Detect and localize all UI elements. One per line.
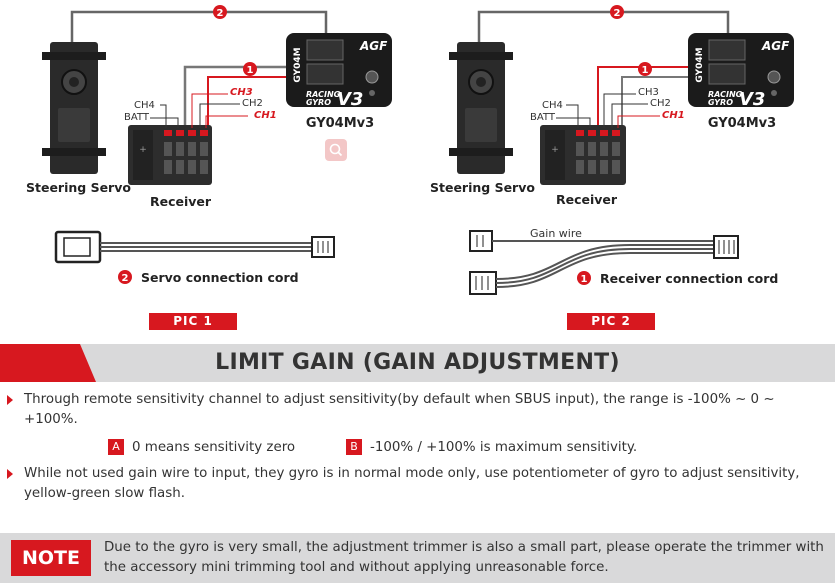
item-a: A 0 means sensitivity zero — [108, 439, 295, 457]
svg-text:GYRO: GYRO — [306, 98, 331, 107]
item-b: B -100% / +100% is maximum sensitivity. — [346, 439, 637, 457]
note-badge: NOTE — [11, 540, 91, 576]
pic2-ch4-label: CH4 — [542, 100, 563, 111]
pic2-cord-label: Receiver connection cord — [600, 271, 778, 286]
pic2-batt-label: BATT — [530, 112, 556, 123]
pic2-gyro-label: GY04Mv3 — [708, 116, 776, 131]
svg-text:GY04M: GY04M — [293, 47, 303, 82]
item-a-text: 0 means sensitivity zero — [132, 440, 296, 455]
svg-text:AGF: AGF — [761, 39, 790, 53]
section-heading-band — [0, 344, 835, 382]
paragraph-range: Through remote sensitivity channel to ad… — [24, 392, 775, 427]
item-a-tag: A — [108, 439, 124, 455]
pic1-cord-number: 2 — [122, 273, 129, 284]
pic1-ch2-label: CH2 — [242, 98, 263, 109]
pic2-wire-1-number: 1 — [642, 65, 649, 76]
bullet-arrow-icon — [7, 395, 13, 405]
pic2-ch3-label: CH3 — [638, 87, 659, 98]
svg-text:GY04M: GY04M — [695, 47, 705, 82]
pic1-ch1-label: CH1 — [254, 110, 277, 121]
gyro-module-image-2: GY04M AGF RACING GYRO V3 — [688, 33, 794, 110]
pic1-ch3-label: CH3 — [230, 87, 253, 98]
pic1-servo-label: Steering Servo — [26, 180, 131, 195]
pic2-ch1-label: CH1 — [662, 110, 685, 121]
svg-text:V3: V3 — [739, 89, 765, 110]
pic2-ch2-label: CH2 — [650, 98, 671, 109]
steering-servo-image-2 — [449, 42, 513, 174]
pic1-wire-2-number: 2 — [217, 8, 224, 19]
svg-text:V3: V3 — [337, 89, 363, 110]
pic1-ch4-label: CH4 — [134, 100, 155, 111]
pic2-diagram: 2 1 + CH4 BATT CH3 CH2 CH1 — [430, 5, 794, 295]
pic1-wire-1-number: 1 — [247, 65, 254, 76]
pic1-cord-label: Servo connection cord — [141, 270, 299, 285]
pic1-gyro-label: GY04Mv3 — [306, 116, 374, 131]
receiver-connection-cord-image — [469, 230, 739, 295]
pic2-receiver-label: Receiver — [556, 192, 618, 207]
item-b-text: -100% / +100% is maximum sensitivity. — [370, 440, 638, 455]
svg-text:RACING: RACING — [306, 90, 341, 99]
pic1-diagram: 2 1 + CH4 BATT CH3 CH2 CH1 — [26, 5, 392, 285]
pic1-label: PIC 1 — [149, 313, 237, 330]
note-band — [0, 533, 835, 583]
pic1-batt-label: BATT — [124, 112, 150, 123]
pic2-cord-number: 1 — [581, 274, 588, 285]
gyro-module-image: GY04M AGF RACING GYRO V3 — [286, 33, 392, 110]
servo-connection-cord-image — [54, 230, 335, 264]
svg-text:+: + — [139, 145, 147, 155]
section-title: LIMIT GAIN (GAIN ADJUSTMENT) — [215, 350, 620, 375]
note-text: Due to the gyro is very small, the adjus… — [104, 540, 824, 575]
pic2-label: PIC 2 — [567, 313, 655, 330]
receiver-image: + — [128, 125, 212, 185]
svg-text:+: + — [551, 145, 559, 155]
section-heading-accent — [0, 344, 96, 382]
pic1-receiver-label: Receiver — [150, 194, 212, 209]
svg-text:GYRO: GYRO — [708, 98, 733, 107]
magnifier-icon[interactable] — [325, 139, 347, 161]
steering-servo-image — [42, 42, 106, 174]
bullet-arrow-icon — [7, 469, 13, 479]
pic2-servo-label: Steering Servo — [430, 180, 535, 195]
svg-text:RACING: RACING — [708, 90, 743, 99]
item-b-tag: B — [346, 439, 362, 455]
pic2-wire-2-number: 2 — [614, 8, 621, 19]
svg-text:AGF: AGF — [359, 39, 388, 53]
gain-wire-label: Gain wire — [530, 227, 582, 240]
receiver-image-2: + — [540, 125, 626, 185]
paragraph-gain-wire: While not used gain wire to input, they … — [24, 466, 800, 501]
